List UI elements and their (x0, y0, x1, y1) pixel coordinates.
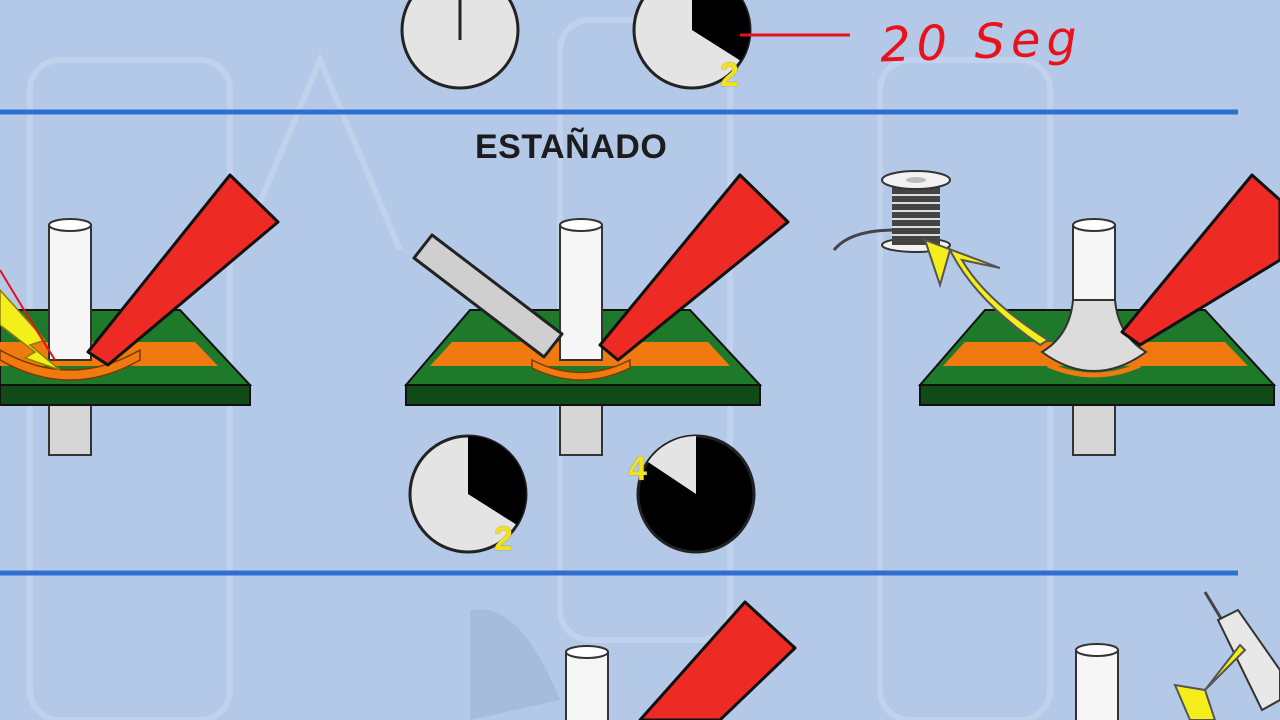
timer-icon (632, 0, 752, 90)
timer-icon (636, 434, 756, 554)
solder-step-bottom-left (470, 600, 797, 720)
section-title: ESTAÑADO (475, 128, 668, 166)
desoldering-pump-icon (1203, 591, 1280, 712)
handwritten-annotation: 20 Seg (879, 10, 1084, 74)
solder-step-apply-wire (403, 173, 790, 456)
soldering-iron-icon (86, 173, 280, 367)
soldering-iron-icon (1120, 173, 1280, 347)
component-lead-icon (1075, 643, 1119, 720)
solder-joint (1040, 299, 1148, 372)
arrow-icon (1173, 643, 1247, 720)
timer-label-middle-left: 2 (494, 520, 513, 558)
soldering-iron-icon (598, 173, 790, 362)
solder-step-bottom-right (1075, 591, 1280, 720)
component-lead-icon (565, 645, 609, 720)
timer-label-middle-right: 4 (628, 450, 647, 488)
soldering-iron-icon (638, 600, 797, 720)
solder-step-finished-joint (832, 170, 1280, 456)
solder-wire-icon (412, 233, 564, 359)
solder-step-heat (0, 173, 280, 456)
timer-label-top-right: 2 (720, 56, 739, 94)
component-lead-icon (48, 218, 92, 361)
timer-icon (400, 0, 520, 90)
timer-icon (408, 434, 528, 554)
arrow-icon (923, 238, 1050, 347)
component-lead-icon (559, 218, 603, 361)
solder-spool-icon (832, 170, 951, 253)
